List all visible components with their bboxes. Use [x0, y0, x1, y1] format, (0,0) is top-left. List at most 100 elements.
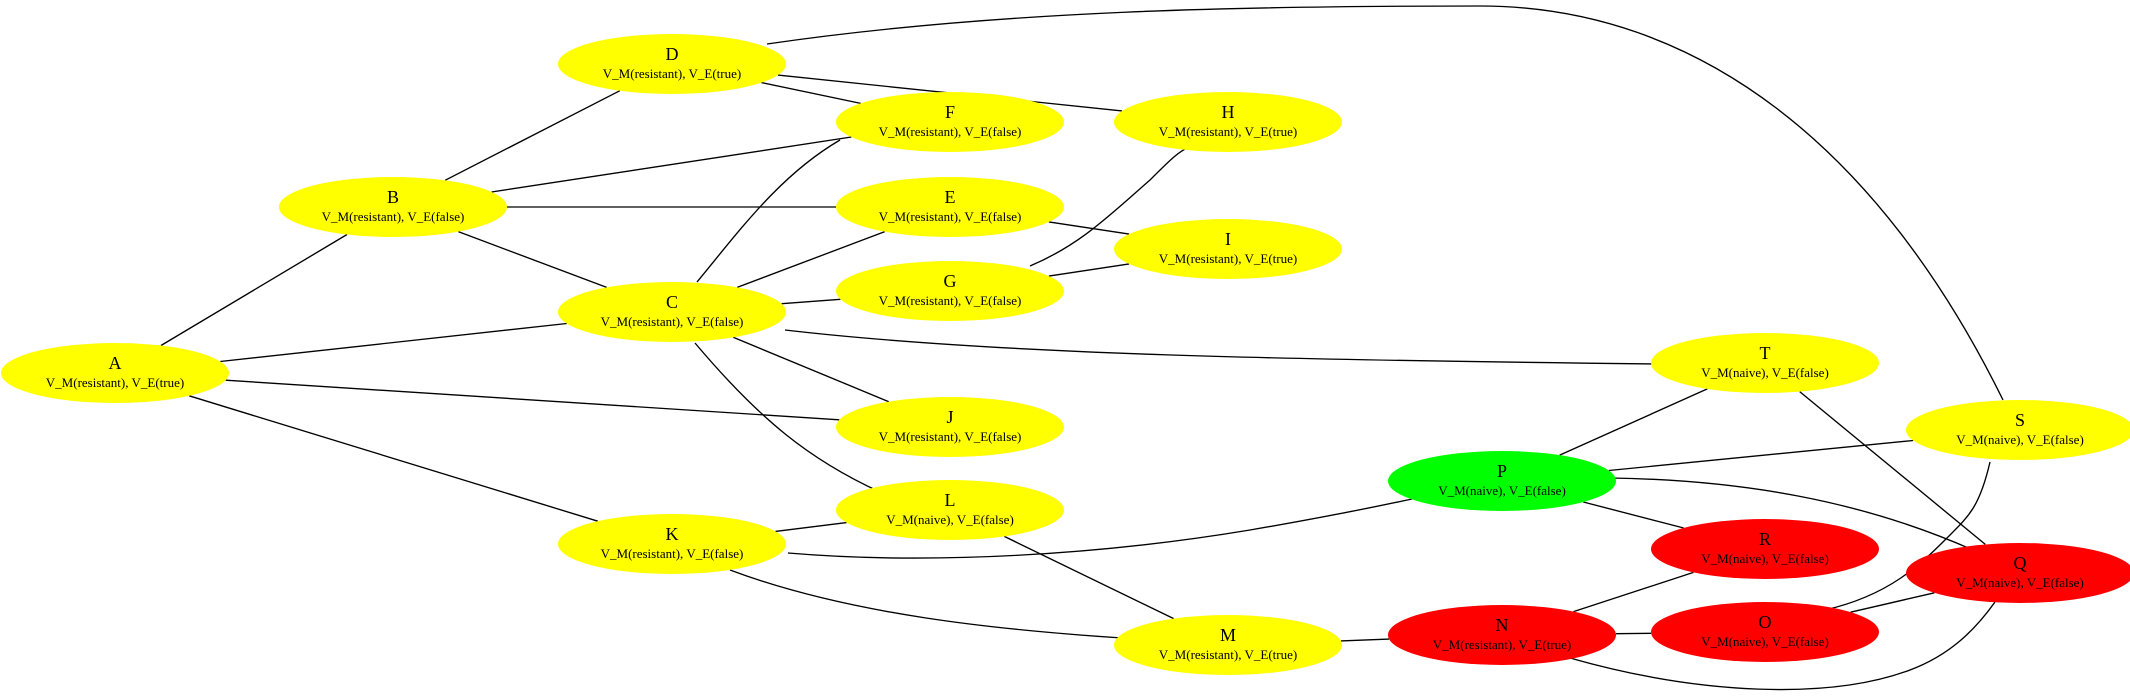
node-label: V_M(naive), V_E(false) — [1701, 365, 1829, 380]
node-name: B — [387, 187, 399, 207]
node-name: A — [109, 353, 122, 373]
node-name: L — [945, 490, 956, 510]
edge-k-l — [775, 521, 847, 533]
edge-c-j — [732, 336, 890, 403]
node-label: V_M(naive), V_E(false) — [886, 512, 1014, 527]
node-name: J — [946, 407, 953, 427]
node-label: V_M(naive), V_E(false) — [1956, 575, 2084, 590]
node-label: V_M(resistant), V_E(false) — [879, 209, 1022, 224]
edge-g-i — [1048, 263, 1130, 277]
node-ellipse — [558, 282, 786, 342]
node-ellipse — [1388, 451, 1616, 511]
node-g[interactable]: G V_M(resistant), V_E(false) — [836, 261, 1064, 321]
node-ellipse — [558, 34, 786, 94]
edge-c-f — [696, 139, 841, 283]
node-label: V_M(resistant), V_E(false) — [601, 314, 744, 329]
node-o[interactable]: O V_M(naive), V_E(false) — [1651, 602, 1879, 662]
node-label: V_M(resistant), V_E(true) — [1159, 647, 1297, 662]
edge-b-f — [491, 136, 852, 193]
edge-k-p — [787, 498, 1413, 559]
edge-a-j — [225, 379, 840, 421]
edge-c-l — [694, 342, 881, 493]
node-d[interactable]: DV_M(resistant), V_E(true) — [558, 34, 786, 94]
edge-c-g — [781, 298, 841, 305]
node-j[interactable]: J V_M(resistant), V_E(false) — [836, 397, 1064, 457]
node-ellipse — [1906, 543, 2130, 603]
edge-e-i — [1048, 221, 1130, 235]
node-n[interactable]: NV_M(resistant), V_E(true) — [1388, 605, 1616, 665]
node-name: D — [666, 44, 679, 64]
node-t[interactable]: T V_M(naive), V_E(false) — [1651, 333, 1879, 393]
node-ellipse — [1114, 219, 1342, 279]
node-label: V_M(resistant), V_E(true) — [1159, 251, 1297, 266]
node-name: T — [1760, 343, 1771, 363]
node-ellipse — [836, 480, 1064, 540]
node-ellipse — [1651, 602, 1879, 662]
node-name: P — [1497, 461, 1507, 481]
edge-a-k — [189, 395, 598, 522]
node-label: V_M(resistant), V_E(false) — [879, 124, 1022, 139]
node-label: V_M(resistant), V_E(true) — [1433, 637, 1571, 652]
node-a[interactable]: A V_M(resistant), V_E(true) — [1, 343, 229, 403]
node-e[interactable]: E V_M(resistant), V_E(false) — [836, 177, 1064, 237]
node-name: I — [1225, 229, 1231, 249]
node-label: V_M(naive), V_E(false) — [1701, 634, 1829, 649]
node-q[interactable]: Q V_M(naive), V_E(false) — [1906, 543, 2130, 603]
node-name: S — [2015, 410, 2025, 430]
edge-p-r — [1583, 501, 1684, 529]
node-m[interactable]: M V_M(resistant), V_E(true) — [1114, 615, 1342, 675]
node-name: R — [1759, 529, 1771, 549]
node-name: E — [945, 187, 956, 207]
node-name: H — [1222, 102, 1235, 122]
node-label: V_M(resistant), V_E(true) — [1159, 124, 1297, 139]
node-ellipse — [1651, 333, 1879, 393]
nodes-layer: AV_M(resistant), V_E(true)BV_M(resistant… — [1, 34, 2130, 675]
edge-c-e — [736, 230, 886, 289]
node-s[interactable]: SV_M(naive), V_E(false) — [1906, 400, 2130, 460]
edge-a-b — [160, 233, 348, 347]
edge-d-s — [766, 5, 2004, 401]
node-ellipse — [1651, 519, 1879, 579]
edge-g-h — [1029, 146, 1191, 267]
edges-layer — [160, 5, 2004, 691]
node-ellipse — [1388, 605, 1616, 665]
node-f[interactable]: F V_M(resistant), V_E(false) — [836, 92, 1064, 152]
node-p[interactable]: P V_M(naive), V_E(false) — [1388, 451, 1616, 511]
node-name: Q — [2014, 553, 2027, 573]
node-i[interactable]: I V_M(resistant), V_E(true) — [1114, 219, 1342, 279]
node-name: C — [666, 292, 678, 312]
node-name: G — [944, 271, 957, 291]
edge-p-s — [1608, 439, 1914, 472]
node-k[interactable]: K V_M(resistant), V_E(false) — [558, 514, 786, 574]
node-ellipse — [1, 343, 229, 403]
node-label: V_M(resistant), V_E(false) — [601, 546, 744, 561]
node-ellipse — [836, 92, 1064, 152]
edge-b-d — [444, 90, 621, 181]
node-l[interactable]: L V_M(naive), V_E(false) — [836, 480, 1064, 540]
node-b[interactable]: BV_M(resistant), V_E(false) — [279, 177, 507, 237]
edge-o-q — [1850, 592, 1935, 613]
node-name: K — [666, 524, 679, 544]
edge-t-q — [1799, 391, 1986, 545]
node-label: V_M(resistant), V_E(false) — [879, 293, 1022, 308]
node-label: V_M(resistant), V_E(false) — [879, 429, 1022, 444]
node-label: V_M(resistant), V_E(true) — [46, 375, 184, 390]
edge-p-t — [1559, 388, 1708, 456]
node-name: O — [1759, 612, 1772, 632]
node-name: M — [1220, 625, 1236, 645]
node-ellipse — [836, 177, 1064, 237]
node-ellipse — [836, 397, 1064, 457]
edge-l-m — [1004, 535, 1174, 620]
node-ellipse — [279, 177, 507, 237]
edge-n-q — [1569, 601, 1996, 691]
node-name: F — [945, 102, 955, 122]
node-r[interactable]: RV_M(naive), V_E(false) — [1651, 519, 1879, 579]
node-c[interactable]: C V_M(resistant), V_E(false) — [558, 282, 786, 342]
edge-b-c — [458, 230, 607, 289]
node-h[interactable]: H V_M(resistant), V_E(true) — [1114, 92, 1342, 152]
edge-p-q — [1610, 477, 1974, 551]
node-ellipse — [1906, 400, 2130, 460]
node-ellipse — [1114, 92, 1342, 152]
node-label: V_M(naive), V_E(false) — [1438, 483, 1566, 498]
